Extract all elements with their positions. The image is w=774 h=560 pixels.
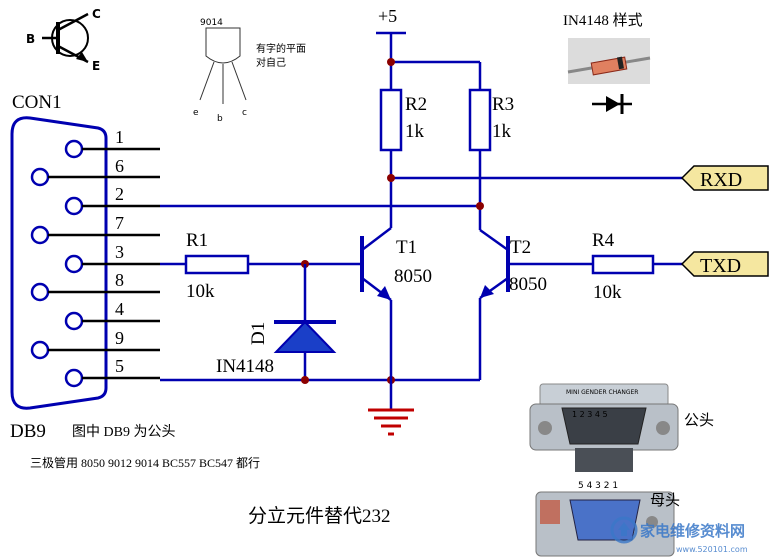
female-adapter-photo-icon (535, 491, 675, 557)
package-pin-b: b (217, 114, 223, 124)
male-adapter-photo-icon (529, 383, 679, 472)
db9-shell (10, 116, 108, 410)
pin-number: 6 (115, 156, 124, 176)
r4-name: R4 (592, 230, 615, 251)
symbol-collector-label: C (92, 7, 101, 21)
rxd-port-flag (680, 165, 769, 191)
pin-number: 7 (115, 213, 124, 233)
junction-node (387, 174, 395, 182)
connector-type: DB9 (10, 421, 46, 442)
symbol-base-label: B (26, 32, 35, 46)
txd-label: TXD (700, 255, 741, 277)
r1-value: 10k (186, 281, 215, 302)
r1-name: R1 (186, 230, 208, 251)
diode-symbol-icon (592, 94, 632, 114)
to92-package-icon (199, 27, 247, 104)
rxd-label: RXD (700, 169, 742, 191)
d1-name: D1 (248, 322, 269, 345)
txd-port-flag (680, 251, 769, 277)
transistor-t2 (479, 228, 510, 300)
d1-part: IN4148 (216, 356, 274, 377)
watermark-brand: 家电维修资料网 (640, 522, 745, 540)
package-pin-e: e (193, 108, 199, 118)
resistor-r4 (591, 254, 655, 275)
r2-value: 1k (405, 121, 425, 142)
pin-number: 4 (115, 299, 124, 319)
junction-node (301, 376, 309, 384)
diagram-title: 分立元件替代232 (248, 505, 391, 527)
supply-label: +5 (378, 6, 397, 26)
adapter-banner: MINI GENDER CHANGER (566, 389, 638, 396)
t1-name: T1 (396, 237, 417, 258)
resistor-r2 (379, 88, 403, 152)
package-part-label: 9014 (200, 18, 223, 28)
watermark-url: www.520101.com (676, 545, 748, 554)
pin-number: 1 (115, 127, 124, 147)
pin-number: 5 (115, 356, 124, 376)
connector-type-note: 图中 DB9 为公头 (72, 424, 175, 440)
package-note-line1: 有字的平面 (256, 42, 306, 55)
package-note-line2: 对自己 (256, 56, 286, 69)
pin-number: 9 (115, 328, 124, 348)
r2-name: R2 (405, 94, 427, 115)
db9-pins (30, 139, 84, 388)
pin-number: 2 (115, 184, 124, 204)
male-pin-numbers: 1 2 3 4 5 (572, 410, 608, 419)
female-pin-numbers: 5 4 3 2 1 (578, 481, 618, 491)
resistor-r3 (468, 88, 492, 152)
t1-part: 8050 (394, 266, 432, 287)
npn-symbol-icon (42, 12, 89, 64)
watermark-logo-icon (610, 516, 638, 544)
junction-node (476, 202, 484, 210)
transistor-t1 (360, 227, 392, 301)
pin-number: 8 (115, 270, 124, 290)
resistor-r1 (184, 254, 250, 275)
db9-pin-leads (48, 147, 160, 380)
diode-d1 (273, 320, 337, 353)
package-pin-c: c (242, 108, 247, 118)
diode-photo-icon (567, 38, 651, 84)
t2-part: 8050 (509, 274, 547, 295)
diode-sample-title: IN4148 样式 (563, 12, 643, 29)
ground-icon (368, 408, 414, 436)
r3-name: R3 (492, 94, 514, 115)
symbol-emitter-label: E (92, 59, 100, 73)
pin-number: 3 (115, 242, 124, 262)
female-label: 母头 (650, 492, 680, 509)
r4-value: 10k (593, 282, 622, 303)
compat-note: 三极管用 8050 9012 9014 BC557 BC547 都行 (30, 455, 260, 470)
r3-value: 1k (492, 121, 512, 142)
male-label: 公头 (684, 412, 714, 429)
junction-node (387, 58, 395, 66)
t2-name: T2 (510, 237, 531, 258)
connector-name: CON1 (12, 92, 62, 113)
